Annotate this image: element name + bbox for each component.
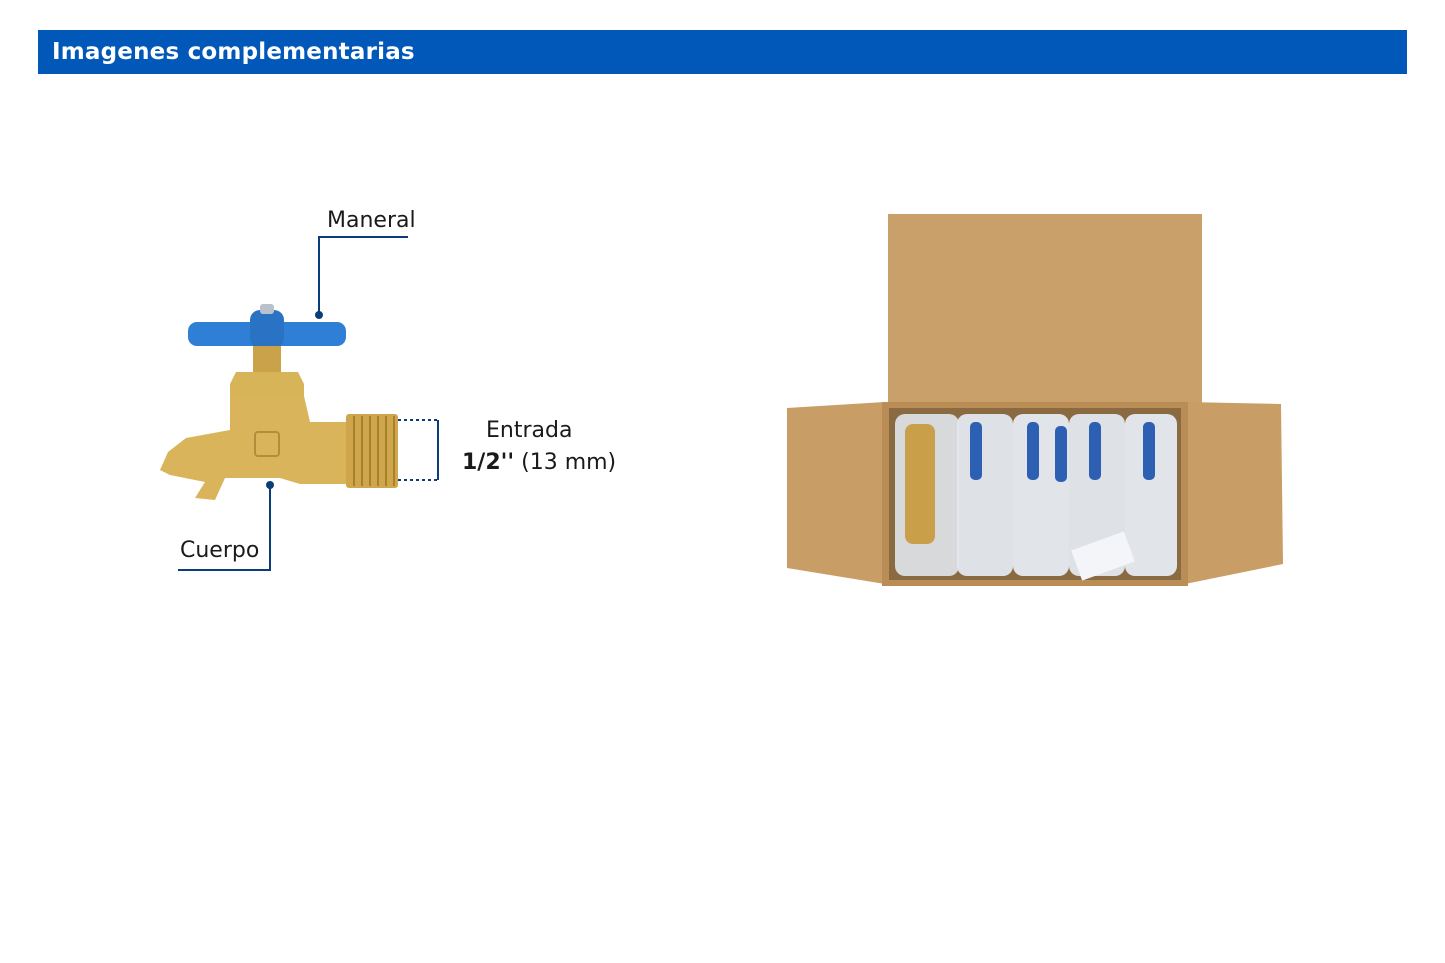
faucet-illustration <box>160 236 440 571</box>
maneral-callout-dot <box>315 311 323 319</box>
box-illustration <box>787 214 1283 586</box>
handle-screw <box>260 304 274 314</box>
hex-nut <box>230 372 304 396</box>
size-main: 1/2'' <box>462 450 515 475</box>
label-entrada: Entrada <box>486 418 573 443</box>
handle-hub <box>250 310 284 348</box>
maneral-callout-line <box>318 236 408 315</box>
box-back-lid <box>888 214 1202 410</box>
cuerpo-callout-dot <box>266 481 274 489</box>
logo-emboss <box>254 431 280 457</box>
box-photo <box>785 212 1287 592</box>
label-cuerpo: Cuerpo <box>180 538 260 563</box>
label-maneral: Maneral <box>327 208 416 233</box>
packaged-faucets <box>895 414 1177 581</box>
section-header: Imagenes complementarias <box>38 30 1407 74</box>
cuerpo-callout-line <box>178 485 271 571</box>
section-title: Imagenes complementarias <box>52 39 415 65</box>
faucet-body <box>160 396 346 500</box>
size-secondary: (13 mm) <box>514 450 617 475</box>
faucet-diagram: Maneral Cuerpo Entrada 1/2'' (13 mm) <box>150 200 616 590</box>
box-right-flap <box>1185 402 1283 584</box>
stem <box>253 346 281 372</box>
label-size: 1/2'' (13 mm) <box>462 450 616 475</box>
box-left-flap <box>787 402 885 584</box>
thread-lines <box>353 416 395 486</box>
